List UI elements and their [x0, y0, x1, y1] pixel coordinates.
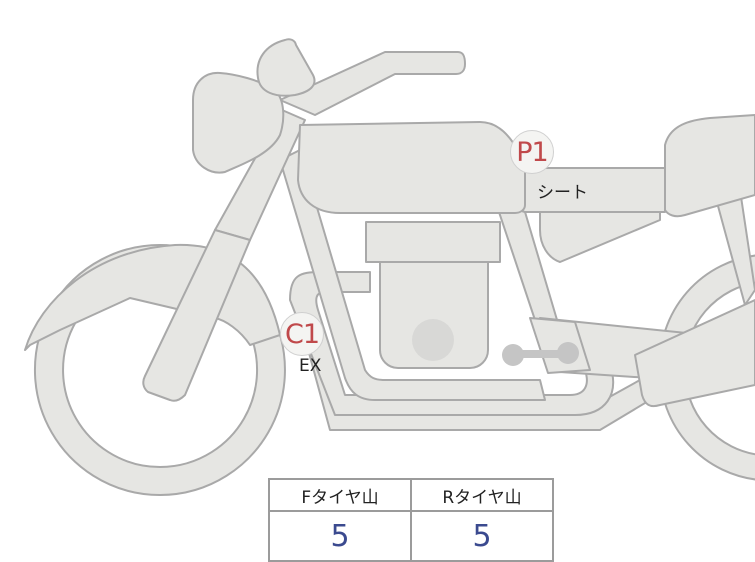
front-tire-tread-value: 5 — [268, 510, 412, 562]
fork-lower — [142, 229, 251, 402]
handlebar — [279, 51, 466, 116]
tail-cowl — [664, 114, 755, 218]
frame-down-tube — [279, 149, 546, 401]
side-cover — [539, 199, 661, 263]
front-tire-tread-header: Fタイヤ山 — [268, 478, 412, 512]
marker-c1-label: EX — [299, 356, 322, 376]
rear-tire-tread-value: 5 — [410, 510, 554, 562]
marker-c1[interactable]: C1 — [280, 312, 324, 356]
tire-tread-table: Fタイヤ山 Rタイヤ山 5 5 — [268, 478, 554, 562]
marker-c1-code: C1 — [284, 318, 320, 350]
marker-p1-code: P1 — [516, 136, 548, 168]
rear-tire-tread-header: Rタイヤ山 — [410, 478, 554, 512]
engine-block — [379, 261, 489, 369]
engine-cover — [412, 319, 454, 361]
seat — [510, 167, 666, 213]
engine-head — [365, 221, 501, 263]
tire-tread-value-row: 5 5 — [268, 510, 554, 562]
chain-guard — [634, 299, 755, 408]
marker-p1-label: シート — [537, 183, 588, 203]
tire-tread-header-row: Fタイヤ山 Rタイヤ山 — [268, 478, 554, 512]
speedometer — [256, 38, 316, 97]
foot-peg — [502, 342, 579, 366]
fuel-tank — [297, 121, 526, 214]
marker-p1[interactable]: P1 — [510, 130, 554, 174]
headlight — [192, 71, 285, 174]
